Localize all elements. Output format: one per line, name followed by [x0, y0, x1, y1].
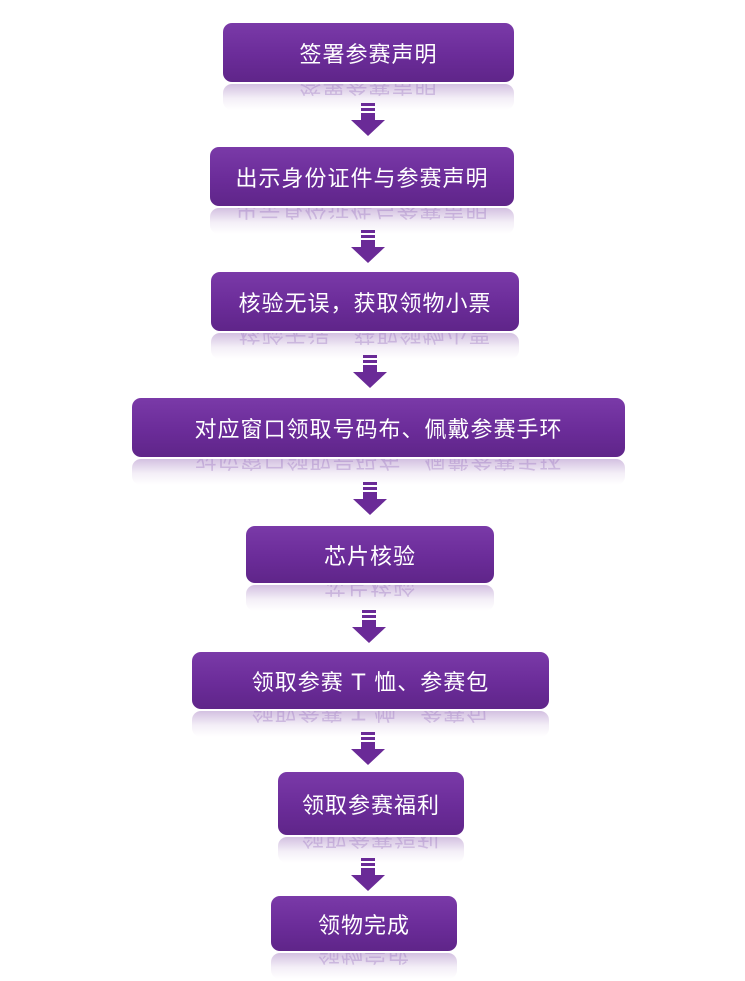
down-arrow-icon	[353, 355, 387, 388]
step-label: 对应窗口领取号码布、佩戴参赛手环	[194, 417, 563, 443]
step-show-id: 出示身份证件与参赛声明	[210, 147, 514, 206]
step-reflection: 芯片核验	[246, 585, 494, 611]
step-label: 出示身份证件与参赛声明	[235, 166, 489, 192]
step-label: 领取参赛福利	[301, 793, 440, 819]
step-label: 领取参赛 T 恤、参赛包	[251, 670, 490, 696]
step-label: 核验无误，获取领物小票	[238, 291, 492, 317]
step-label: 签署参赛声明	[299, 42, 438, 68]
down-arrow-icon	[351, 858, 385, 891]
step-collect-tshirt: 领取参赛 T 恤、参赛包	[192, 652, 549, 709]
step-chip-check: 芯片核验	[246, 526, 494, 583]
down-arrow-icon	[351, 230, 385, 263]
down-arrow-icon	[351, 103, 385, 136]
step-verify-ticket: 核验无误，获取领物小票	[211, 272, 519, 331]
step-label: 芯片核验	[323, 544, 416, 570]
step-complete: 领物完成	[271, 896, 457, 951]
step-sign-declaration: 签署参赛声明	[223, 23, 514, 82]
down-arrow-icon	[352, 610, 386, 643]
down-arrow-icon	[351, 732, 385, 765]
down-arrow-icon	[353, 482, 387, 515]
step-collect-bib: 对应窗口领取号码布、佩戴参赛手环	[132, 398, 625, 457]
step-reflection: 领物完成	[271, 953, 457, 979]
step-label: 领物完成	[317, 913, 410, 939]
step-collect-benefits: 领取参赛福利	[278, 772, 464, 835]
